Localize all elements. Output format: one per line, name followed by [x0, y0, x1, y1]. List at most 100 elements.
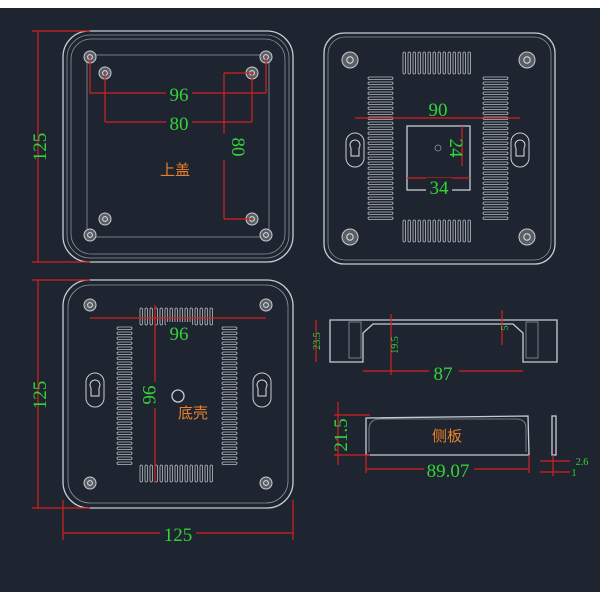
vent-slot	[221, 441, 238, 445]
vent-slot	[402, 51, 406, 75]
vent-slot	[482, 76, 509, 80]
screw-boss	[518, 51, 536, 69]
vent-slot	[116, 411, 133, 415]
section-rib	[525, 321, 539, 359]
vent-slot	[367, 141, 394, 145]
vent-slot	[482, 216, 509, 220]
vent-slot	[116, 331, 133, 335]
screw-boss	[259, 476, 273, 490]
side-section-view: 23.5 19.5 5 87	[312, 310, 558, 385]
dim-bottom-96: 96	[170, 324, 189, 345]
vent-slot	[221, 331, 238, 335]
vent-slot	[482, 141, 509, 145]
dim-keyhole-90: 90	[429, 100, 448, 121]
vent-slot	[367, 146, 394, 150]
vent-slot	[144, 464, 148, 483]
bottom-shell-rim	[67, 284, 289, 504]
vent-slot	[367, 181, 394, 185]
screw-boss	[341, 228, 359, 246]
side-panel-label: 侧板	[432, 427, 462, 445]
keyhole-slot	[514, 139, 526, 157]
section-rib	[348, 321, 362, 359]
dim-panel-2-6: 2.6	[576, 457, 589, 468]
vent-slot	[457, 219, 461, 243]
vent-slot	[116, 431, 133, 435]
vent-slot	[367, 101, 394, 105]
vent-slot	[221, 406, 238, 410]
vent-slot	[116, 451, 133, 455]
dim-text-bg	[214, 134, 236, 160]
vent-slot	[482, 186, 509, 190]
vent-slot	[367, 136, 394, 140]
vent-slot	[482, 131, 509, 135]
vent-slot	[116, 366, 133, 370]
vent-slot	[432, 219, 436, 243]
vent-slot	[116, 461, 133, 465]
vent-slot	[367, 211, 394, 215]
vent-slot	[116, 421, 133, 425]
screw-hole	[263, 480, 269, 486]
vent-slot	[482, 161, 509, 165]
vent-slot	[452, 51, 456, 75]
top-cover-rim	[66, 34, 290, 259]
vent-slot	[159, 464, 163, 483]
vent-slot	[367, 131, 394, 135]
vent-slot	[164, 464, 168, 483]
vent-slot	[452, 219, 456, 243]
vent-slot	[482, 126, 509, 130]
vent-slot	[367, 91, 394, 95]
vent-slot	[417, 219, 421, 243]
vent-slot	[482, 111, 509, 115]
vent-slot	[367, 196, 394, 200]
vent-slot	[482, 121, 509, 125]
vent-slot	[482, 191, 509, 195]
vent-slot	[367, 121, 394, 125]
vent-slot	[367, 76, 394, 80]
vent-slot	[367, 216, 394, 220]
keyhole-slot	[256, 379, 268, 397]
vent-slot	[407, 219, 411, 243]
screw-boss	[341, 51, 359, 69]
bottom-shell-label: 底壳	[178, 404, 208, 422]
panel-thickness-view	[551, 415, 557, 456]
vent-slot	[437, 51, 441, 75]
vent-slot	[149, 307, 153, 326]
vent-slot	[116, 441, 133, 445]
screw-boss	[83, 298, 97, 312]
top-cover-view: 125 96 80 80 上盖	[30, 30, 294, 263]
keyhole-outline	[85, 372, 105, 408]
vent-slot	[116, 351, 133, 355]
vent-slot	[427, 51, 431, 75]
dim-text-bg	[166, 82, 192, 104]
vent-slot	[482, 146, 509, 150]
vent-slot	[447, 219, 451, 243]
vent-slot	[116, 446, 133, 450]
vent-slot	[367, 106, 394, 110]
vent-slot	[367, 81, 394, 85]
vent-slot	[116, 416, 133, 420]
vent-slot	[116, 376, 133, 380]
vent-slot	[482, 181, 509, 185]
dim-text-bg	[426, 178, 452, 196]
vent-slot	[407, 51, 411, 75]
vent-slot	[482, 156, 509, 160]
vent-slot	[402, 219, 406, 243]
dim-section-19-5: 19.5	[390, 336, 401, 354]
vent-slot	[209, 307, 213, 326]
vent-slot	[116, 406, 133, 410]
vent-slot	[221, 456, 238, 460]
dim-bottom-height: 125	[30, 381, 51, 410]
vent-slot	[221, 336, 238, 340]
vent-slot	[116, 391, 133, 395]
vent-slot	[221, 461, 238, 465]
dim-text-bg	[138, 382, 160, 408]
top-cover-rim-inner	[70, 38, 286, 255]
vent-slot	[221, 401, 238, 405]
vent-slot	[367, 111, 394, 115]
vent-slot	[221, 446, 238, 450]
vent-slot	[221, 361, 238, 365]
vent-slot	[194, 464, 198, 483]
screw-hole	[87, 480, 93, 486]
vent-slot	[412, 219, 416, 243]
